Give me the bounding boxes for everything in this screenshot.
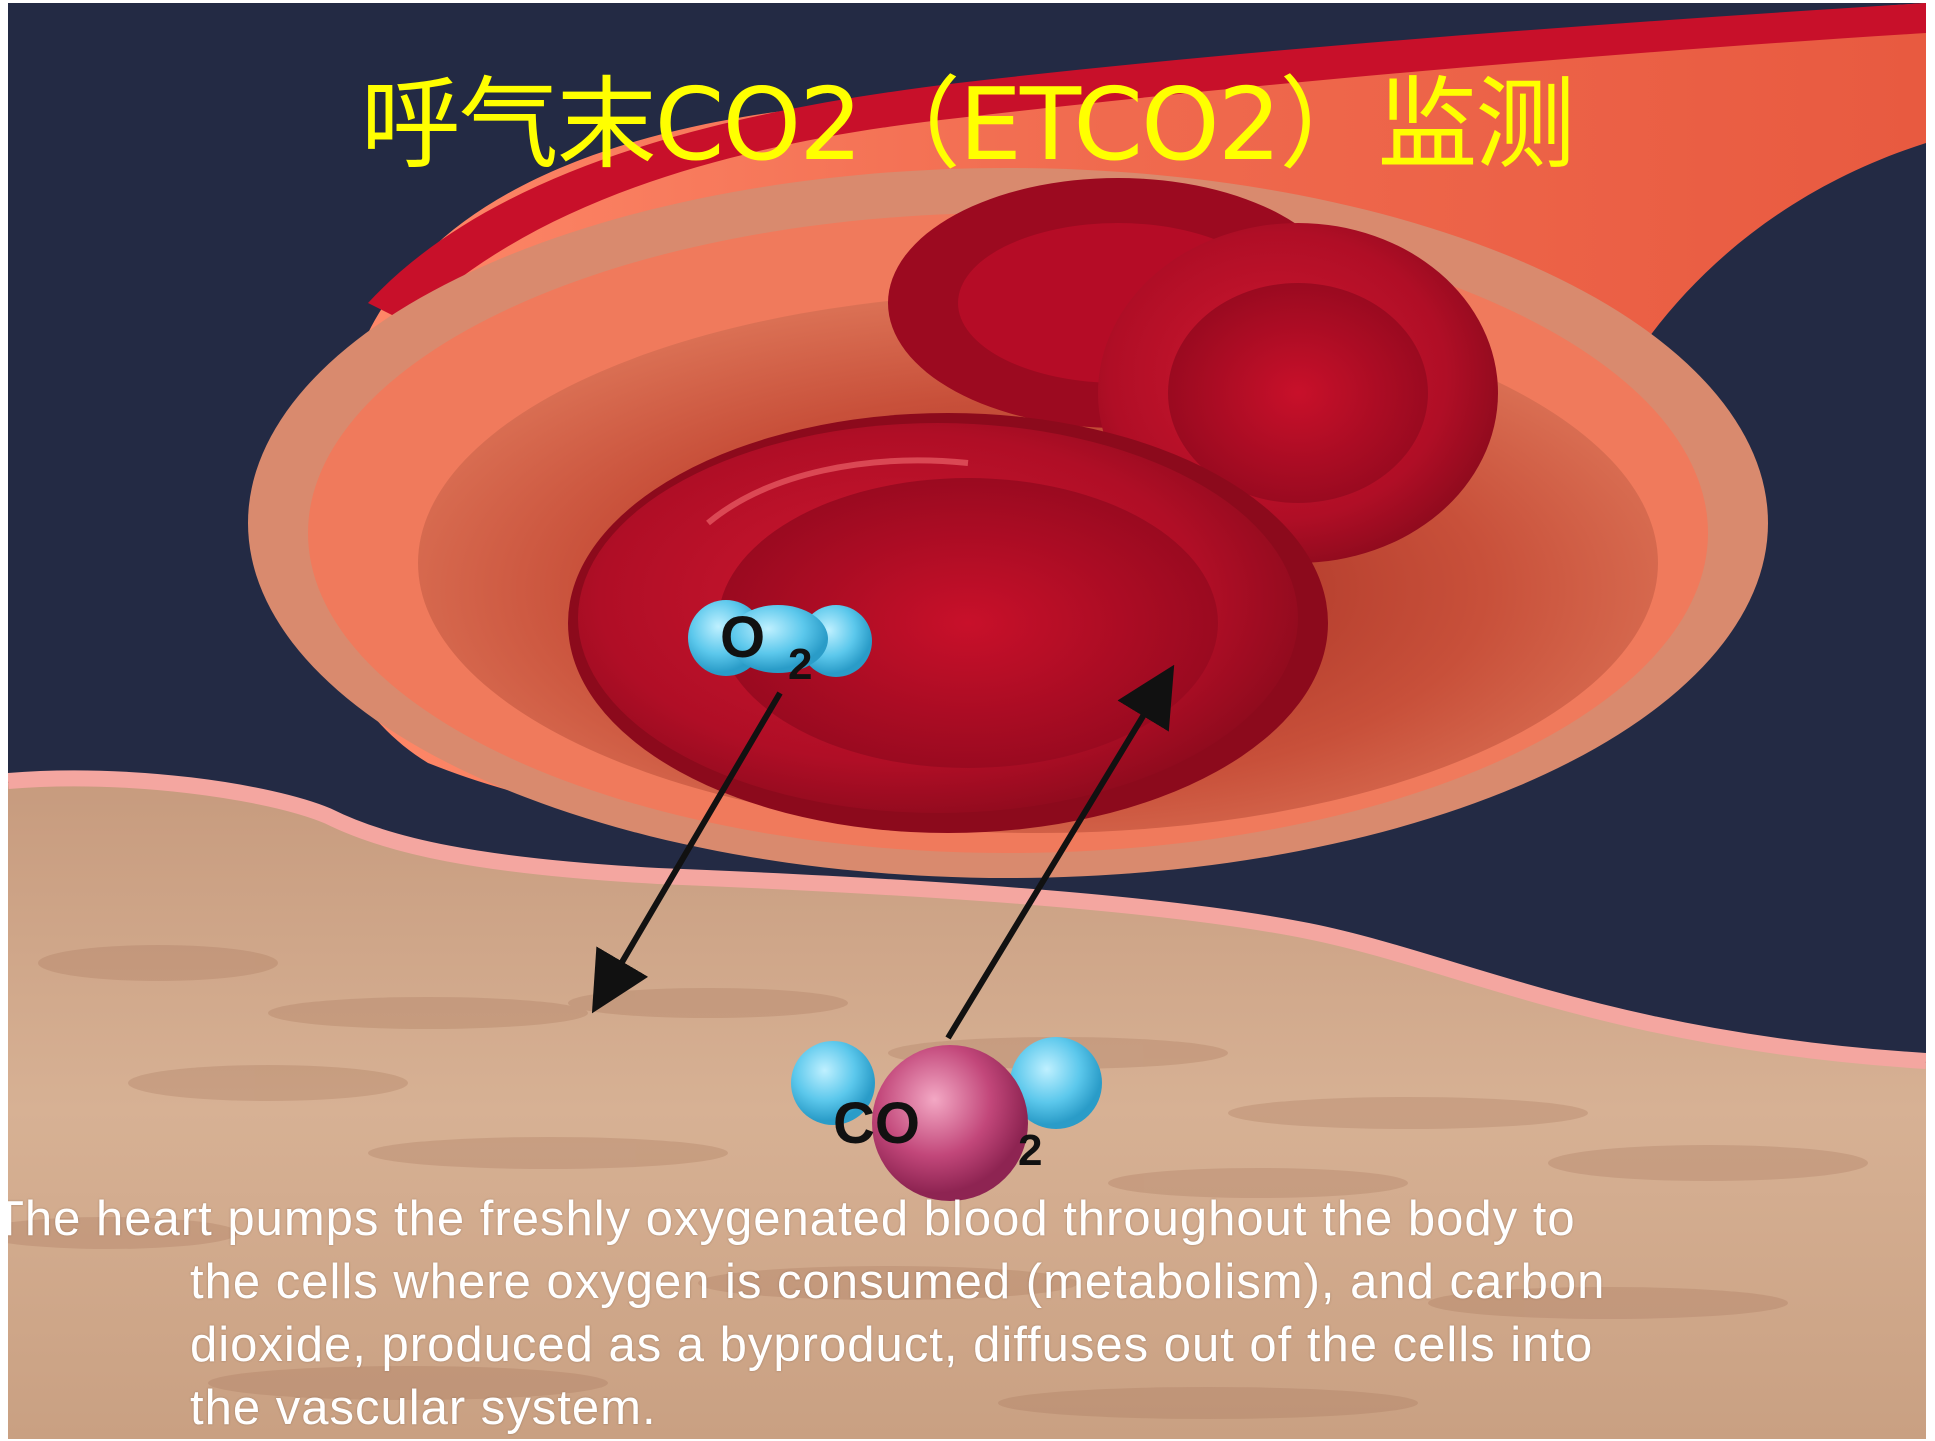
caption-line-1: The heart pumps the freshly oxygenated b…: [8, 1188, 1576, 1250]
slide: O 2 CO 2 呼气末CO2（ETCO2）监测 The heart pumps…: [8, 3, 1926, 1439]
caption-line-3: dioxide, produced as a byproduct, diffus…: [190, 1314, 1593, 1376]
slide-title: 呼气末CO2（ETCO2）监测: [8, 65, 1926, 185]
oxygen-subscript: 2: [788, 640, 812, 689]
co2-subscript: 2: [1018, 1126, 1042, 1175]
caption-line-2: the cells where oxygen is consumed (meta…: [190, 1251, 1605, 1313]
co2-symbol: CO: [833, 1091, 920, 1156]
caption-line-4: the vascular system.: [190, 1377, 657, 1439]
oxygen-symbol: O: [720, 605, 765, 670]
